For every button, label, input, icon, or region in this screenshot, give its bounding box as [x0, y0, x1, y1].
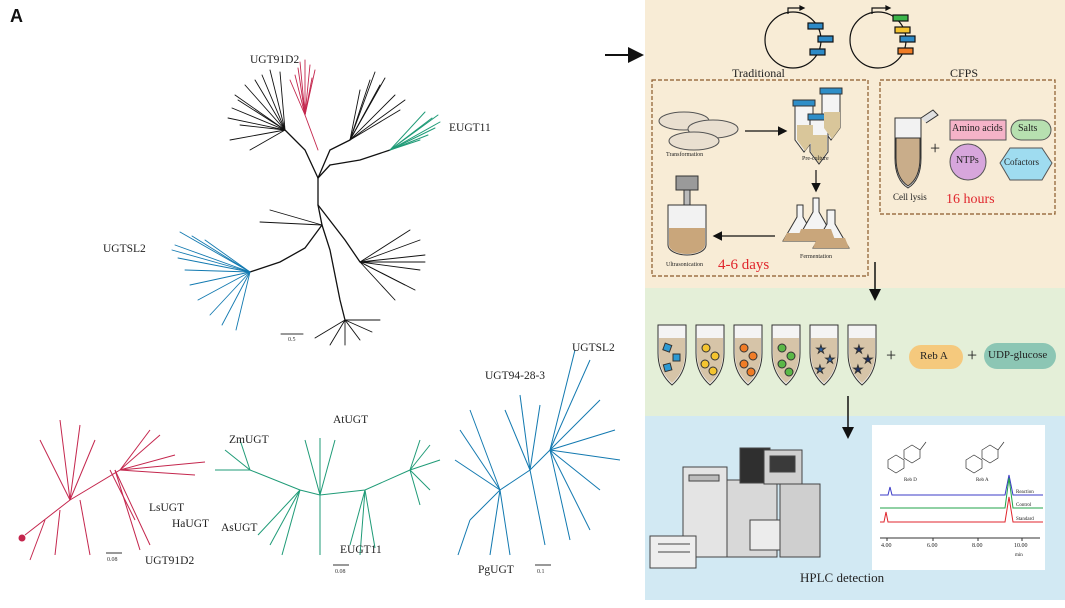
- trace-standard: Standard: [1016, 517, 1034, 522]
- petri-dishes: [658, 111, 739, 151]
- main-scale-label: 0.5: [288, 337, 296, 343]
- ntps-circle: [949, 143, 987, 181]
- step-fermentation: Fermentation: [800, 254, 832, 260]
- cofactors-hexagon: [999, 147, 1053, 181]
- red-label-haugt: HaUGT: [172, 518, 210, 530]
- component-amino-acids: Amino acids: [952, 123, 1003, 134]
- cfps-title: CFPS: [950, 66, 979, 80]
- reaction-plus-1: +: [886, 345, 897, 365]
- step-transformation: Transformation: [666, 152, 704, 158]
- component-cofactors: Cofactors: [1004, 157, 1039, 167]
- sub-tree-blue: [454, 349, 621, 566]
- amino-acids-box: [949, 119, 1007, 141]
- main-label-ugtsl2: UGTSL2: [103, 243, 146, 255]
- green-label-zmugt: ZmUGT: [229, 434, 269, 446]
- reaction-plus-2: +: [967, 345, 978, 365]
- step-preculture: Pre-culture: [802, 156, 829, 162]
- blue-label-pgugt: PgUGT: [478, 564, 514, 576]
- component-salts: Salts: [1018, 123, 1038, 134]
- traditional-box: [651, 79, 869, 277]
- blue-label-ugt94: UGT94-28-3: [485, 370, 546, 382]
- main-label-eugt11: EUGT11: [449, 122, 491, 134]
- x-tick-4: 4.00: [881, 543, 892, 549]
- traditional-title: Traditional: [732, 66, 785, 80]
- sonicator: [667, 175, 707, 256]
- trace-control: Control: [1016, 503, 1032, 508]
- sub-tree-green: [215, 438, 441, 566]
- trace-reaction: Reaction: [1016, 490, 1034, 495]
- cfps-lysate-label: Cell lysis: [893, 192, 927, 202]
- x-tick-6: 6.00: [927, 543, 938, 549]
- culture-tubes: [792, 87, 843, 165]
- cfps-plus: +: [930, 138, 941, 158]
- svg-text:★: ★: [816, 344, 826, 356]
- svg-text:★: ★: [863, 354, 873, 366]
- green-label-eugt11: EUGT11: [340, 544, 382, 556]
- hplc-title: HPLC detection: [800, 570, 885, 585]
- green-scale-label: 0.08: [335, 569, 346, 575]
- svg-text:★: ★: [854, 344, 864, 356]
- peak-reb-a: Reb A: [976, 478, 989, 483]
- svg-text:★: ★: [853, 364, 863, 376]
- x-tick-10: 10.00: [1014, 543, 1028, 549]
- plasmid-icons: [764, 5, 916, 69]
- reb-a-pill: [909, 345, 963, 369]
- green-label-asugt: AsUGT: [221, 522, 258, 534]
- blue-label-ugtsl2: UGTSL2: [572, 342, 615, 354]
- step-ultrasonication: Ultrasonication: [666, 262, 703, 268]
- red-scale-label: 0.08: [107, 557, 118, 563]
- substrate-reb-a: Reb A: [920, 350, 948, 362]
- sub-tree-red: [18, 419, 206, 561]
- cfps-duration: 16 hours: [946, 192, 995, 207]
- red-label-ugt91d2: UGT91D2: [145, 555, 195, 567]
- x-tick-8: 8.00: [972, 543, 983, 549]
- green-label-atugt: AtUGT: [333, 414, 369, 426]
- hplc-instrument: [649, 447, 821, 569]
- udp-glucose-pill: [984, 343, 1056, 369]
- traditional-duration: 4-6 days: [718, 257, 770, 273]
- peak-reb-d: Reb D: [904, 478, 917, 483]
- x-unit: min: [1015, 553, 1023, 558]
- red-label-lsugt: LsUGT: [149, 502, 185, 514]
- blue-scale-label: 0.1: [537, 569, 545, 575]
- flasks: [782, 197, 850, 249]
- component-ntps: NTPs: [956, 155, 979, 166]
- cfps-box: [879, 79, 1056, 215]
- chromatogram-background: [872, 425, 1045, 570]
- salts-box: [1010, 119, 1052, 141]
- cfps-tube: [894, 109, 939, 189]
- panel-a-letter: A: [10, 6, 23, 26]
- reaction-tubes: ★★★ ★★★: [657, 324, 877, 386]
- chromatogram: [880, 441, 1043, 541]
- main-tree: [171, 59, 441, 346]
- svg-text:★: ★: [815, 364, 825, 376]
- svg-text:★: ★: [825, 354, 835, 366]
- substrate-udp-glucose: UDP-glucose: [988, 349, 1048, 361]
- main-label-ugt91d2: UGT91D2: [250, 54, 300, 66]
